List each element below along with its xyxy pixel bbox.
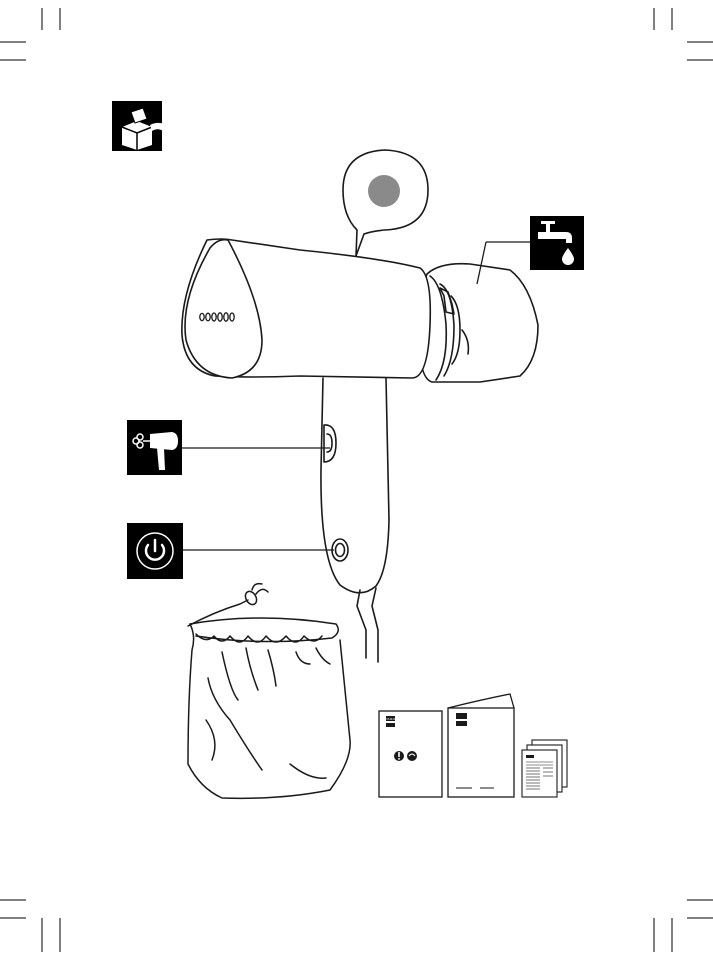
water-tank [420, 264, 538, 382]
user-manual [448, 694, 514, 797]
steam-trigger-button [324, 425, 336, 462]
crop-mark-bottom-left [0, 900, 60, 952]
crop-mark-top-right [654, 8, 713, 60]
crop-mark-top-left [0, 8, 60, 60]
handheld-steamer [182, 239, 538, 662]
crop-marks [0, 8, 713, 952]
storage-bag [188, 584, 350, 799]
water-tap-drop-icon [530, 216, 584, 270]
power-icon [127, 523, 183, 579]
unbox-icon [112, 101, 170, 151]
safety-leaflet: PHILIPS [379, 711, 442, 797]
power-button [332, 539, 348, 561]
recycle-icon [407, 751, 417, 761]
steamer-handle [321, 378, 389, 593]
indicator-light [368, 175, 400, 207]
leaflet-logo: PHILIPS [387, 717, 399, 721]
indicator-light-callout [343, 150, 428, 256]
steam-trigger-icon [127, 420, 182, 475]
crop-mark-bottom-right [654, 900, 713, 952]
warranty-leaflet [522, 740, 567, 797]
